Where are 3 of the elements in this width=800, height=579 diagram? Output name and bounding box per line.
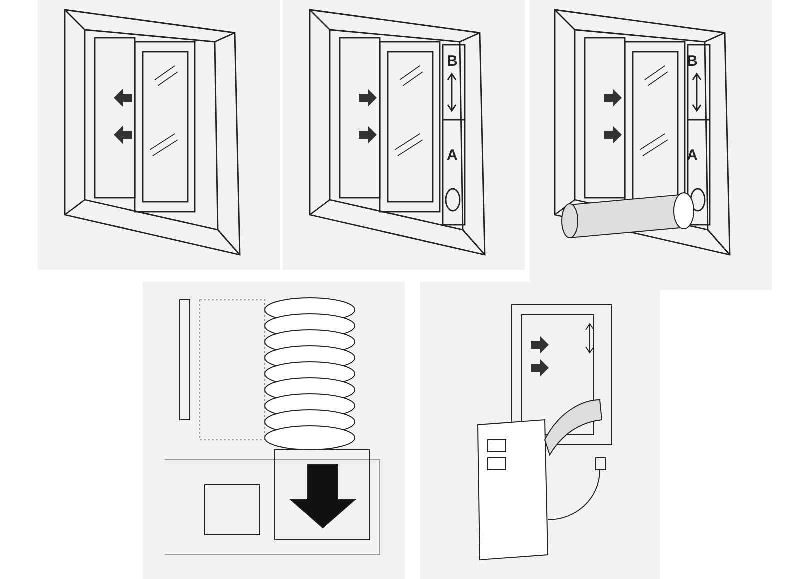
panel-letter: B: [447, 54, 458, 69]
panel-letter: A: [687, 148, 698, 163]
panel-letter: A: [447, 148, 458, 163]
